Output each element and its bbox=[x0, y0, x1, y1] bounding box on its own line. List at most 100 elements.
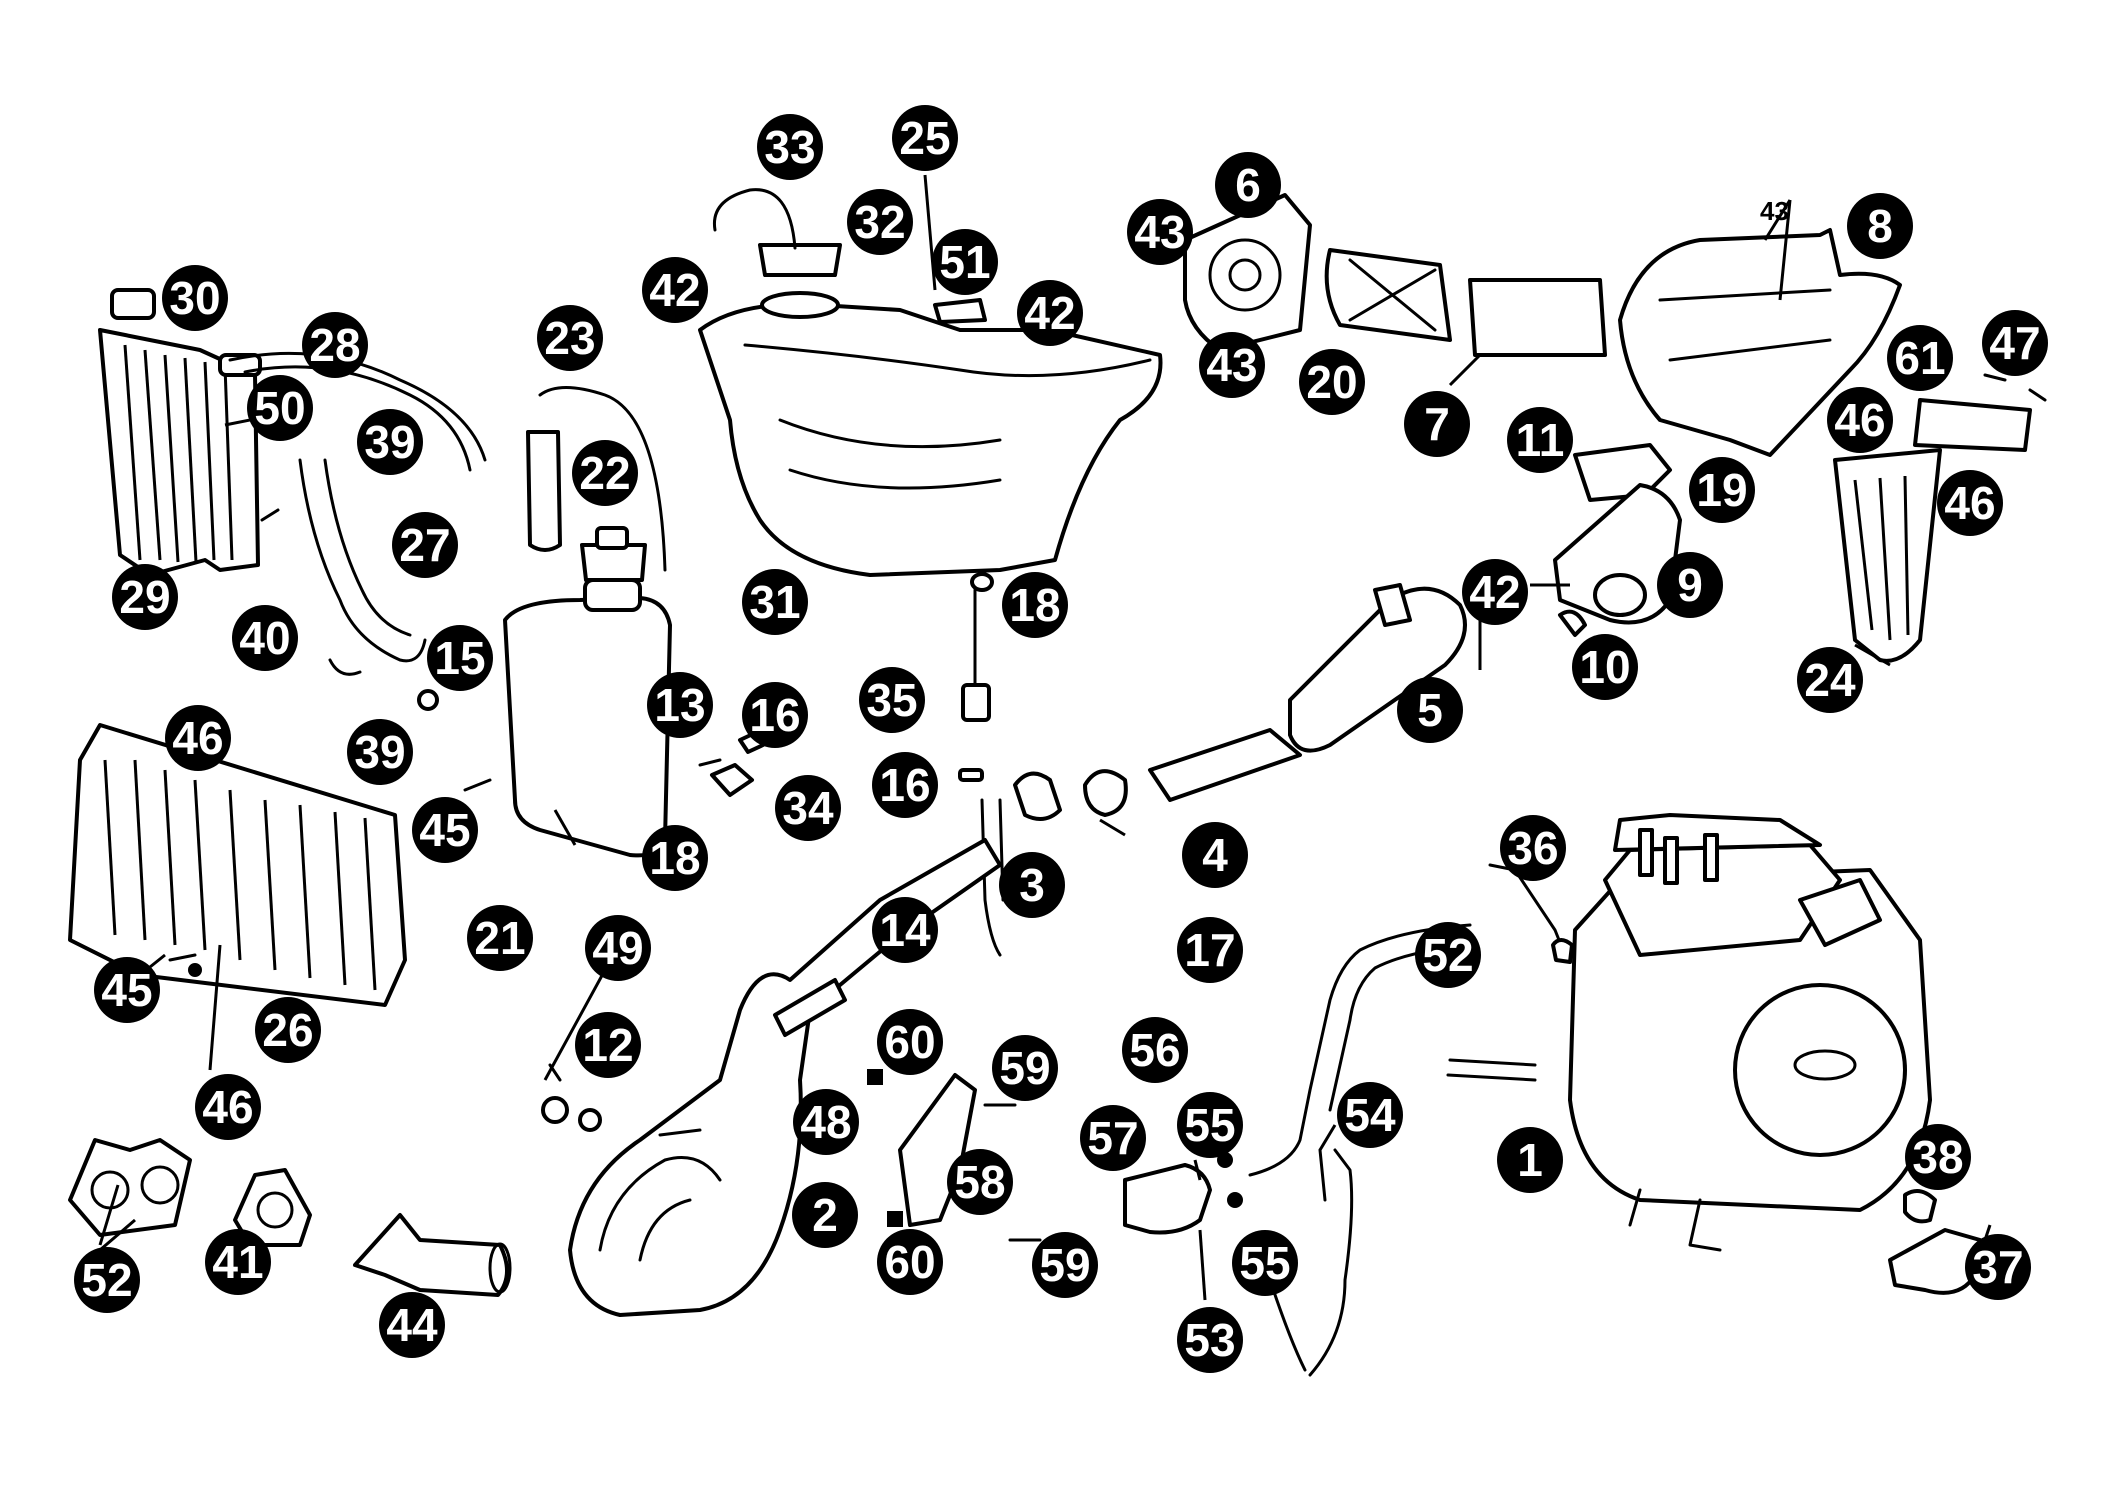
callout-53: 53 bbox=[1177, 1307, 1243, 1373]
callout-50: 50 bbox=[247, 375, 313, 441]
callout-52a: 52 bbox=[1415, 922, 1481, 988]
callout-badge bbox=[379, 1292, 445, 1358]
fuel-petcock-drawing bbox=[710, 572, 994, 797]
callout-number: 40 bbox=[239, 612, 290, 664]
callout-number: 44 bbox=[386, 1299, 438, 1351]
callout-number: 54 bbox=[1344, 1089, 1396, 1141]
callout-39a: 39 bbox=[357, 409, 423, 475]
rear-fender-drawing bbox=[1833, 373, 2047, 663]
callout-badge bbox=[1827, 387, 1893, 453]
callout-42a: 42 bbox=[642, 257, 708, 323]
callout-number: 7 bbox=[1424, 398, 1450, 450]
callout-60a: 60 bbox=[877, 1009, 943, 1075]
callout-38: 38 bbox=[1905, 1124, 1971, 1190]
callout-2: 2 bbox=[792, 1182, 858, 1248]
callout-18a: 18 bbox=[1002, 572, 1068, 638]
callout-badge bbox=[1127, 199, 1193, 265]
callout-badge bbox=[1337, 1082, 1403, 1148]
callout-19: 19 bbox=[1689, 457, 1755, 523]
callout-badge bbox=[392, 512, 458, 578]
callout-badge bbox=[792, 1182, 858, 1248]
callout-number: 30 bbox=[169, 272, 220, 324]
callout-badge bbox=[537, 305, 603, 371]
callout-number: 43 bbox=[1206, 339, 1257, 391]
callout-15: 15 bbox=[427, 625, 493, 691]
kickstart-drawing bbox=[1488, 863, 1982, 1295]
callout-number: 3 bbox=[1019, 859, 1045, 911]
exhaust-gaskets-drawing bbox=[68, 1138, 512, 1297]
callout-badge bbox=[112, 564, 178, 630]
small-bolts-drawing bbox=[168, 508, 722, 1137]
callout-badge bbox=[872, 897, 938, 963]
callout-badge bbox=[1887, 325, 1953, 391]
callout-36: 36 bbox=[1500, 815, 1566, 881]
callout-badge bbox=[1177, 1307, 1243, 1373]
callout-55a: 55 bbox=[1177, 1092, 1243, 1158]
callout-number: 18 bbox=[649, 832, 700, 884]
callout-badge bbox=[1177, 1092, 1243, 1158]
callout-3: 3 bbox=[999, 852, 1065, 918]
callout-badge bbox=[1982, 310, 2048, 376]
callout-32: 32 bbox=[847, 189, 913, 255]
callout-29: 29 bbox=[112, 564, 178, 630]
callout-number: 1 bbox=[1517, 1134, 1543, 1186]
callout-number: 24 bbox=[1804, 654, 1856, 706]
callout-57: 57 bbox=[1080, 1105, 1146, 1171]
callout-48: 48 bbox=[793, 1089, 859, 1155]
callout-badge bbox=[1572, 634, 1638, 700]
callout-badge bbox=[793, 1089, 859, 1155]
callout-badge bbox=[742, 682, 808, 748]
intake-manifold-drawing bbox=[1553, 443, 1682, 637]
silencer-drawing bbox=[980, 583, 1467, 957]
callout-4: 4 bbox=[1182, 822, 1248, 888]
callout-badge bbox=[757, 114, 823, 180]
callout-58: 58 bbox=[947, 1149, 1013, 1215]
callout-47: 47 bbox=[1982, 310, 2048, 376]
callout-number: 42 bbox=[649, 264, 700, 316]
callout-1: 1 bbox=[1497, 1127, 1563, 1193]
callout-number: 18 bbox=[1009, 579, 1060, 631]
callout-37: 37 bbox=[1965, 1234, 2031, 1300]
callout-23: 23 bbox=[537, 305, 603, 371]
callout-55b: 55 bbox=[1232, 1230, 1298, 1296]
callout-number: 46 bbox=[1834, 394, 1885, 446]
callout-badge bbox=[847, 189, 913, 255]
callout-badge bbox=[1299, 349, 1365, 415]
callout-25: 25 bbox=[892, 105, 958, 171]
callout-badge bbox=[195, 1074, 261, 1140]
callout-18b: 18 bbox=[642, 825, 708, 891]
callout-51: 51 bbox=[932, 229, 998, 295]
callout-badge bbox=[255, 997, 321, 1063]
callout-number: 16 bbox=[879, 759, 930, 811]
callout-17: 17 bbox=[1177, 917, 1243, 983]
callout-badge bbox=[412, 797, 478, 863]
radiator-hoses-drawing bbox=[228, 351, 487, 676]
callout-number: 11 bbox=[1516, 414, 1565, 466]
callout-number: 21 bbox=[474, 912, 525, 964]
callout-43a: 43 bbox=[1127, 199, 1193, 265]
callout-number: 19 bbox=[1696, 464, 1747, 516]
callout-12: 12 bbox=[575, 1012, 641, 1078]
callout-number: 36 bbox=[1507, 822, 1558, 874]
callout-number: 26 bbox=[262, 1004, 313, 1056]
callout-badge bbox=[1507, 407, 1573, 473]
callout-number: 42 bbox=[1024, 287, 1075, 339]
callout-6: 6 bbox=[1215, 152, 1281, 218]
callout-badge bbox=[1182, 822, 1248, 888]
callout-59b: 59 bbox=[1032, 1232, 1098, 1298]
callout-46c: 46 bbox=[1827, 387, 1893, 453]
callout-number: 5 bbox=[1417, 684, 1443, 736]
callout-number: 61 bbox=[1894, 332, 1945, 384]
callout-number: 8 bbox=[1867, 200, 1893, 252]
callout-badge bbox=[892, 105, 958, 171]
callout-number: 46 bbox=[1944, 477, 1995, 529]
callout-45a: 45 bbox=[412, 797, 478, 863]
callout-badge bbox=[877, 1009, 943, 1075]
callout-badge bbox=[1500, 815, 1566, 881]
callout-59a: 59 bbox=[992, 1035, 1058, 1101]
callout-badge bbox=[585, 915, 651, 981]
callout-badge bbox=[467, 905, 533, 971]
callout-badge bbox=[775, 775, 841, 841]
callout-number: 31 bbox=[749, 576, 800, 628]
engine-drawing bbox=[1446, 813, 1932, 1252]
